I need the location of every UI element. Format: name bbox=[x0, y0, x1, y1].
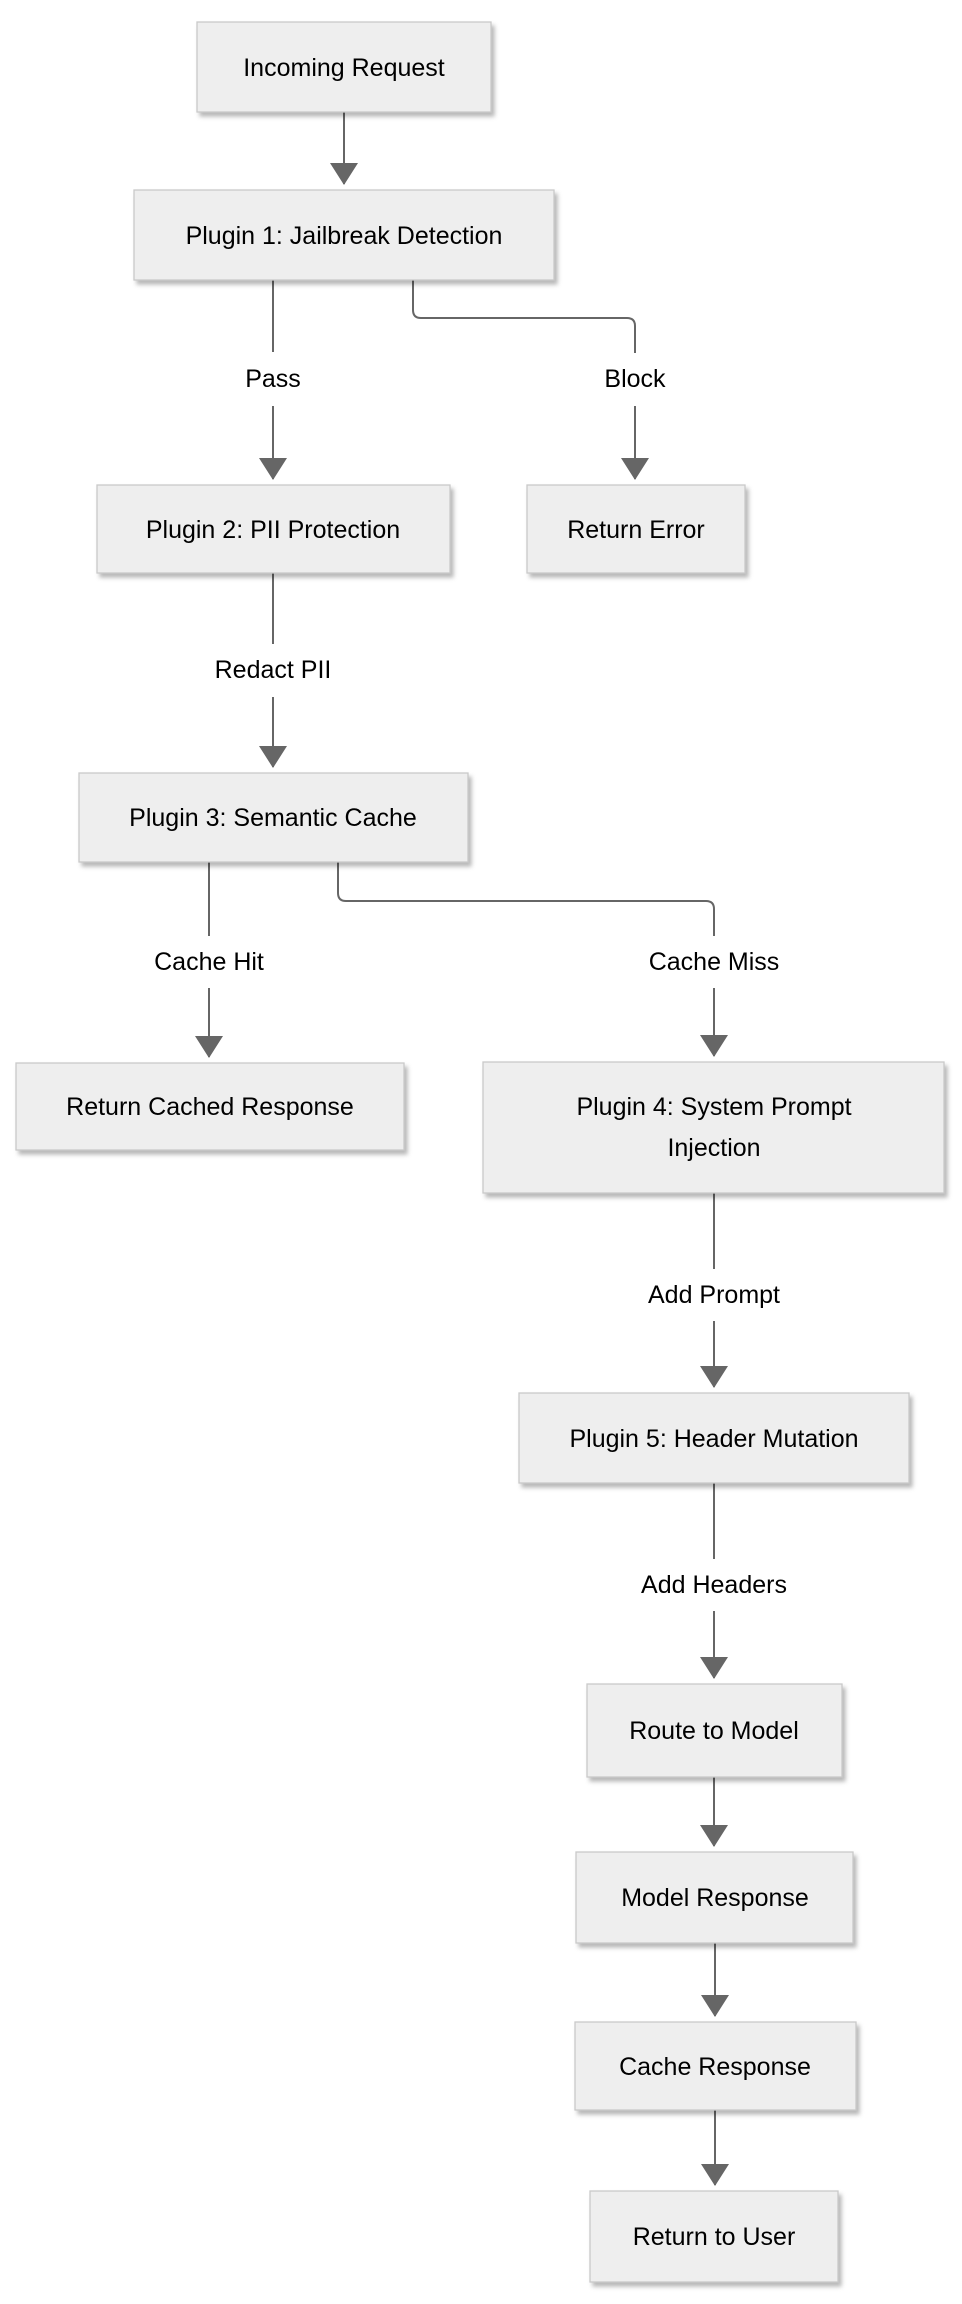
node-layer: Incoming Request Plugin 1: Jailbreak Det… bbox=[15, 21, 945, 2283]
node-incoming-request: Incoming Request bbox=[196, 21, 492, 113]
node-box-cache-response bbox=[574, 2021, 857, 2111]
node-route-to-model: Route to Model bbox=[586, 1683, 843, 1778]
node-box-plugin1 bbox=[133, 189, 555, 281]
edge-label-layer: Pass Block Redact PII Cache Hit Cache Mi… bbox=[154, 365, 787, 1599]
node-box-return-cached-response bbox=[15, 1062, 405, 1151]
edge-label-redact-pii: Redact PII bbox=[215, 656, 332, 684]
node-label-cache-response: Cache Response bbox=[619, 2053, 811, 2081]
edge-plugin3-to-plugin4-upper bbox=[337, 862, 715, 936]
node-plugin1-jailbreak-detection: Plugin 1: Jailbreak Detection bbox=[133, 189, 555, 281]
node-box-plugin3 bbox=[78, 772, 469, 863]
node-return-error: Return Error bbox=[526, 484, 746, 574]
node-label-route-to-model: Route to Model bbox=[629, 1717, 799, 1745]
node-model-response: Model Response bbox=[575, 1851, 854, 1944]
node-cache-response: Cache Response bbox=[574, 2021, 857, 2111]
node-return-cached-response: Return Cached Response bbox=[15, 1062, 405, 1151]
node-label-incoming-request: Incoming Request bbox=[243, 54, 445, 82]
node-label-model-response: Model Response bbox=[621, 1884, 809, 1912]
node-plugin3-semantic-cache: Plugin 3: Semantic Cache bbox=[78, 772, 469, 863]
node-box-return-error bbox=[526, 484, 746, 574]
edge-label-cache-miss: Cache Miss bbox=[649, 948, 780, 976]
node-box-plugin5 bbox=[518, 1392, 910, 1484]
edge-label-cache-hit: Cache Hit bbox=[154, 948, 264, 976]
node-box-plugin4 bbox=[482, 1061, 945, 1194]
node-plugin2-pii-protection: Plugin 2: PII Protection bbox=[96, 484, 451, 574]
node-label-plugin2: Plugin 2: PII Protection bbox=[146, 516, 400, 544]
node-label-return-to-user: Return to User bbox=[633, 2223, 796, 2251]
edge-plugin1-to-return-error-upper bbox=[412, 280, 636, 353]
node-label-plugin4-line1: Plugin 4: System Prompt bbox=[576, 1093, 851, 1121]
node-return-to-user: Return to User bbox=[589, 2190, 839, 2283]
edge-label-pass: Pass bbox=[245, 365, 301, 393]
node-box-incoming-request bbox=[196, 21, 492, 113]
edge-label-block: Block bbox=[604, 365, 666, 393]
node-plugin4-system-prompt-injection: Plugin 4: System Prompt Injection bbox=[482, 1061, 945, 1194]
node-label-plugin4-line2: Injection bbox=[667, 1134, 760, 1162]
node-label-plugin5: Plugin 5: Header Mutation bbox=[569, 1425, 858, 1453]
node-label-return-error: Return Error bbox=[567, 516, 705, 544]
node-box-route-to-model bbox=[586, 1683, 843, 1778]
node-box-return-to-user bbox=[589, 2190, 839, 2283]
node-label-return-cached-response: Return Cached Response bbox=[66, 1093, 354, 1121]
node-label-plugin1: Plugin 1: Jailbreak Detection bbox=[186, 222, 503, 250]
node-box-plugin2 bbox=[96, 484, 451, 574]
node-box-model-response bbox=[575, 1851, 854, 1944]
edge-label-add-headers: Add Headers bbox=[641, 1571, 787, 1599]
edge-layer bbox=[195, 112, 729, 2186]
edge-label-add-prompt: Add Prompt bbox=[648, 1281, 780, 1309]
node-label-plugin3: Plugin 3: Semantic Cache bbox=[129, 804, 417, 832]
node-plugin5-header-mutation: Plugin 5: Header Mutation bbox=[518, 1392, 910, 1484]
